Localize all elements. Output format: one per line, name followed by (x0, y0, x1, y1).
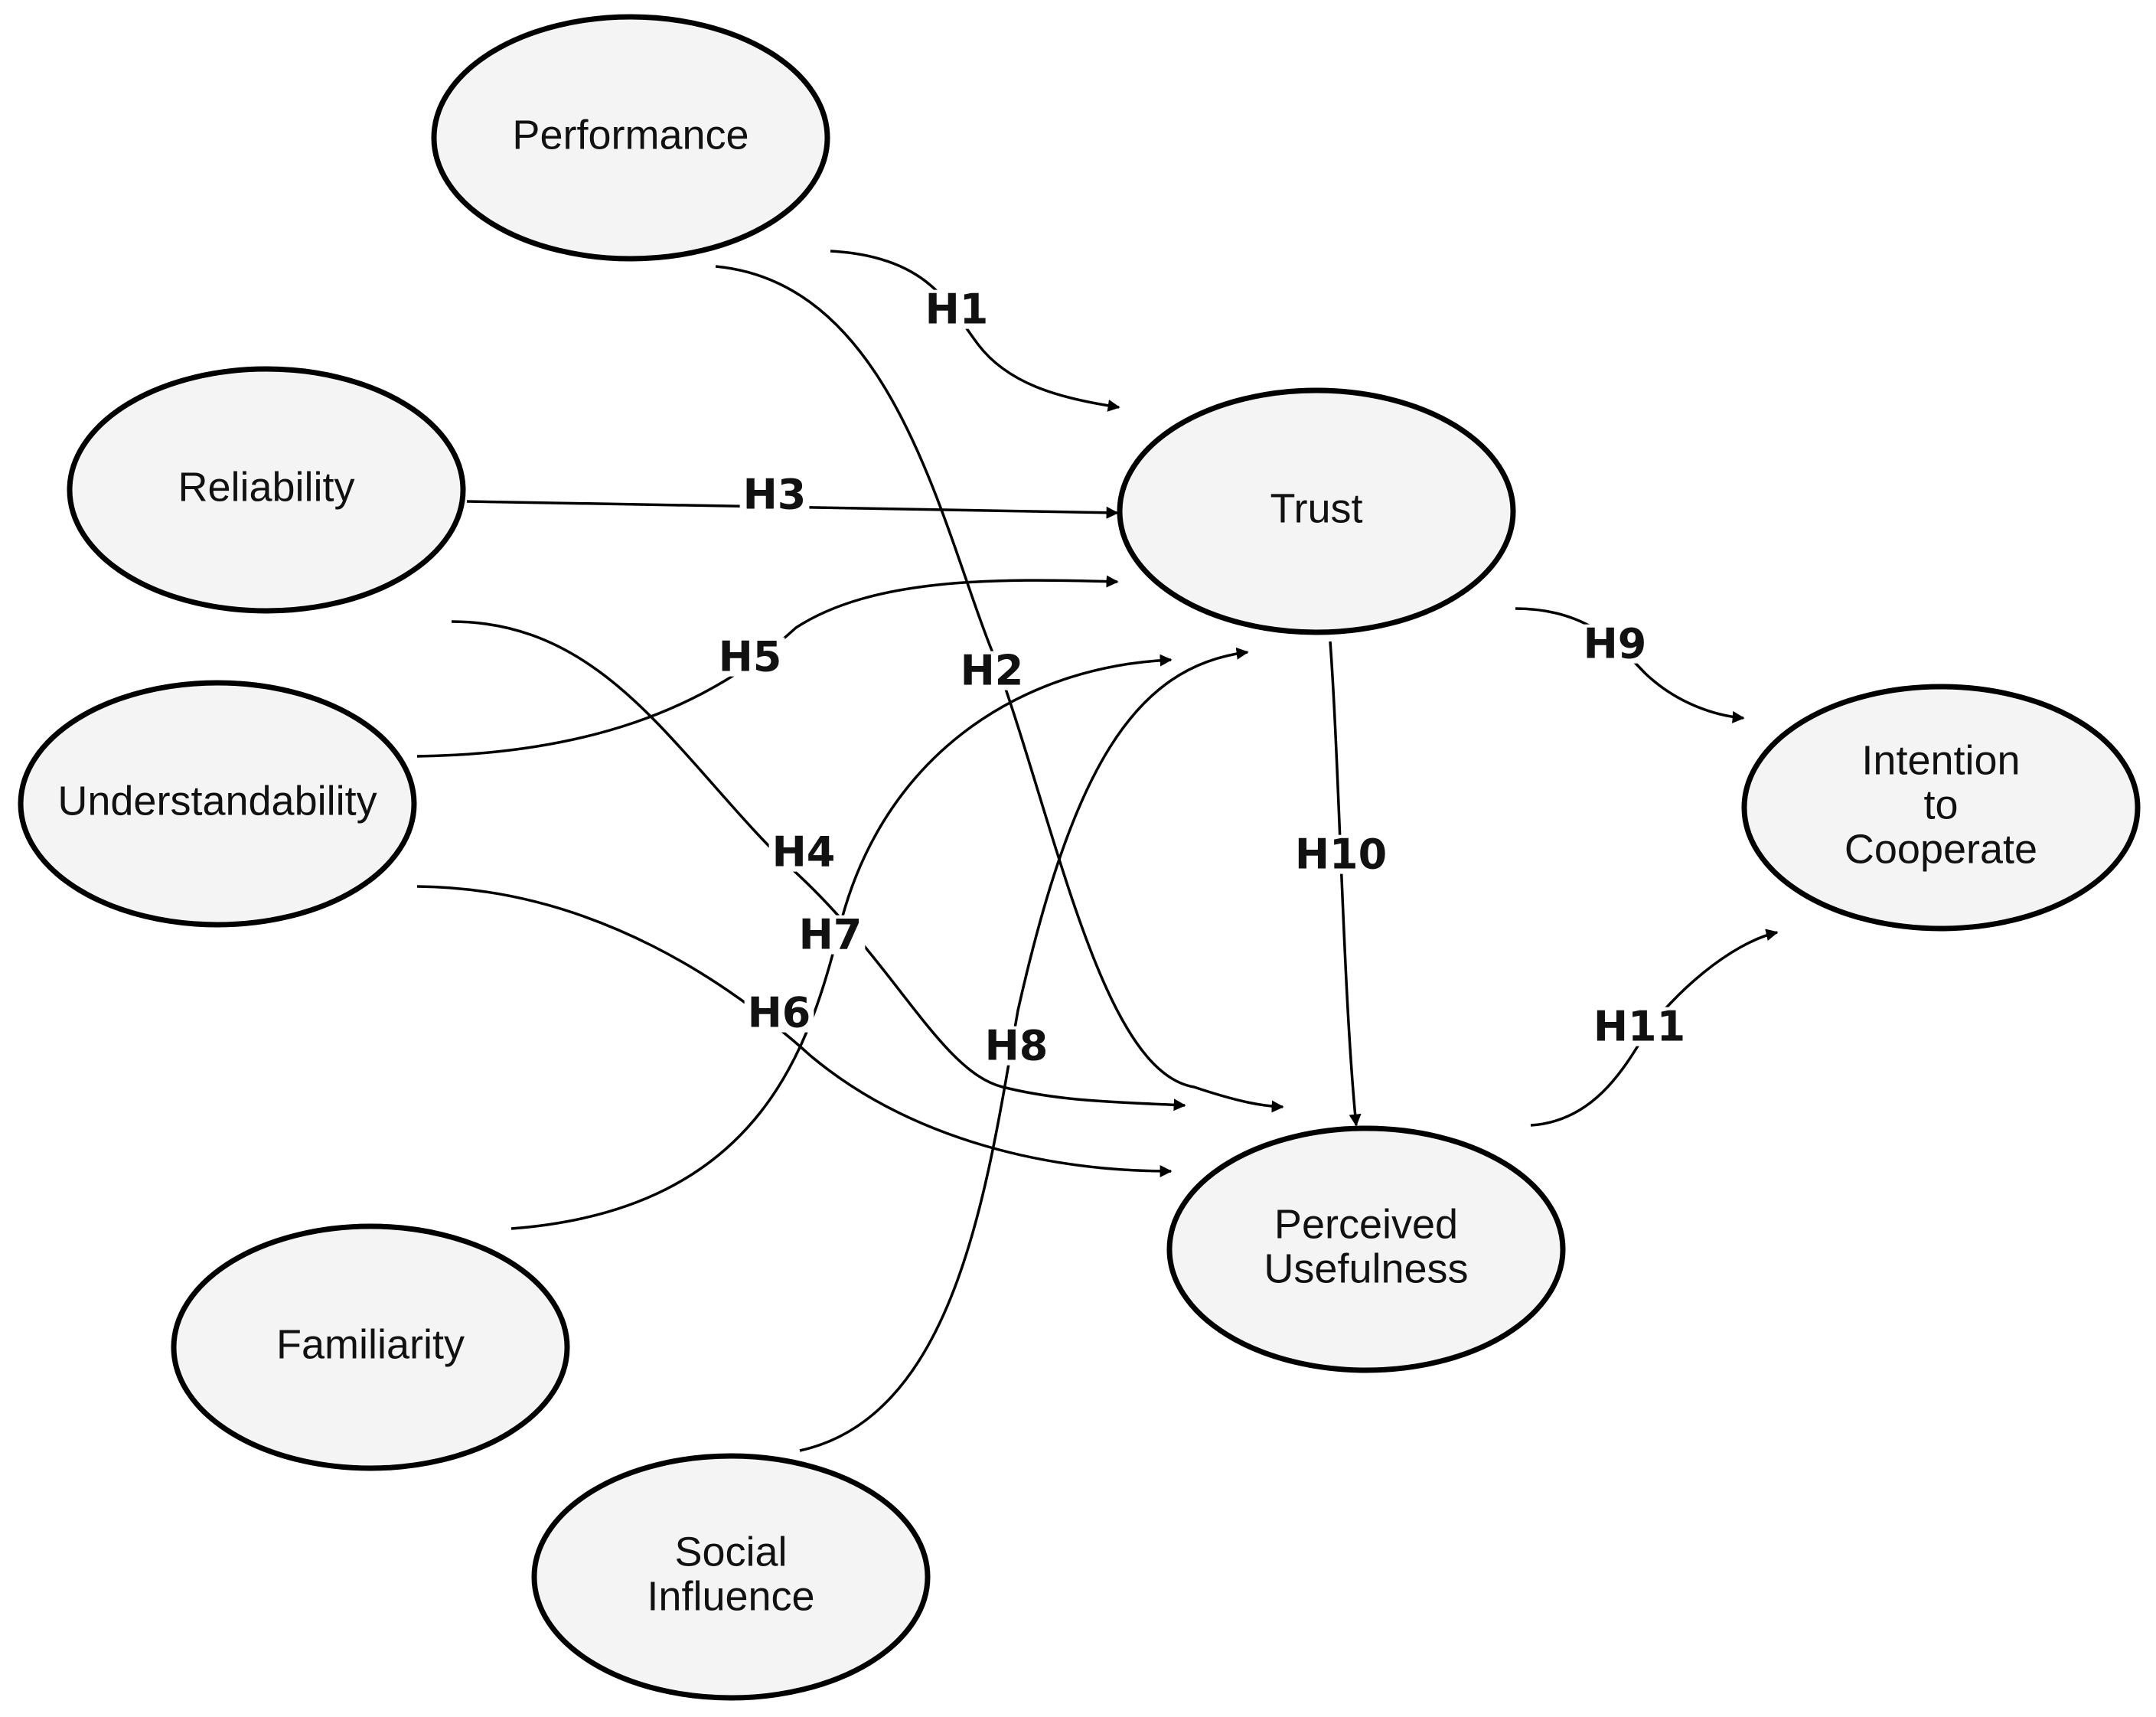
node-ellipse-performance (431, 14, 830, 262)
edge-h9 (1515, 607, 1745, 723)
node-ellipse-social-influence (531, 1453, 931, 1701)
edge-label-background (739, 475, 810, 514)
node-label-understandability: Understandability (57, 778, 377, 824)
edge-label-background (768, 832, 839, 872)
edge-arrow-h6 (416, 885, 1173, 1177)
node-label-perceived-usefulness: Usefulness (1264, 1245, 1468, 1291)
node-ellipse-perceived-usefulness (1166, 1125, 1566, 1373)
edge-h8 (799, 647, 1249, 1452)
edge-h5 (416, 575, 1119, 758)
edge-label-background (715, 637, 785, 677)
edge-arrow-h8 (799, 647, 1249, 1452)
edge-label-h1: H1 (925, 286, 989, 334)
edge-label-h11: H11 (1593, 1003, 1685, 1051)
edge-label-background (957, 651, 1027, 690)
edge-label-h8: H8 (985, 1022, 1049, 1070)
edge-label-background (921, 289, 992, 329)
edge-h10 (1329, 641, 1362, 1127)
edge-h1 (830, 250, 1120, 412)
node-label-intention-to-cooperate: Cooperate (1845, 826, 2037, 872)
edge-label-h4: H4 (772, 828, 836, 876)
node-trust: Trust (1117, 387, 1516, 635)
node-understandability: Understandability (18, 680, 417, 928)
edge-label-h5: H5 (719, 633, 782, 681)
edge-arrow-h2 (715, 265, 1284, 1113)
edge-arrow-h1 (830, 250, 1120, 412)
edge-arrow-h10 (1329, 641, 1362, 1127)
edge-label-h6: H6 (748, 989, 811, 1037)
edge-arrow-h9 (1515, 607, 1745, 723)
node-ellipse-trust (1117, 387, 1516, 635)
edge-label-background (1580, 624, 1650, 664)
node-reliability: Reliability (67, 366, 466, 614)
node-ellipse-familiarity (171, 1223, 570, 1471)
node-ellipse-understandability (18, 680, 417, 928)
edge-label-h10: H10 (1295, 831, 1387, 879)
node-performance: Performance (431, 14, 830, 262)
node-label-intention-to-cooperate: to (1923, 782, 1958, 827)
edge-label-background (1590, 1007, 1689, 1046)
edge-label-h7: H7 (799, 911, 863, 959)
node-label-social-influence: Social (674, 1529, 787, 1575)
edge-label-h3: H3 (743, 471, 807, 519)
edge-label-h9: H9 (1584, 620, 1647, 668)
edge-h4 (451, 620, 1186, 1111)
nodes-layer: PerformanceReliabilityUnderstandabilityF… (18, 14, 2141, 1701)
node-label-performance: Performance (512, 112, 749, 158)
node-ellipse-reliability (67, 366, 466, 614)
node-ellipse-intention-to-cooperate (1741, 684, 2141, 932)
node-familiarity: Familiarity (171, 1223, 570, 1471)
node-label-reliability: Reliability (178, 464, 354, 510)
node-label-trust: Trust (1270, 485, 1363, 531)
node-label-familiarity: Familiarity (276, 1321, 465, 1367)
edge-h6 (416, 885, 1173, 1177)
edge-label-background (1291, 834, 1391, 874)
edge-label-h2: H2 (961, 647, 1024, 695)
edge-h2 (715, 265, 1284, 1113)
node-label-perceived-usefulness: Perceived (1274, 1201, 1458, 1247)
edge-arrow-h4 (451, 620, 1186, 1111)
edge-label-background (795, 915, 866, 955)
node-label-intention-to-cooperate: Intention (1861, 737, 2020, 783)
edge-label-background (981, 1026, 1052, 1066)
edge-arrow-h5 (416, 575, 1119, 758)
node-label-social-influence: Influence (647, 1573, 814, 1619)
edge-label-background (744, 993, 814, 1033)
